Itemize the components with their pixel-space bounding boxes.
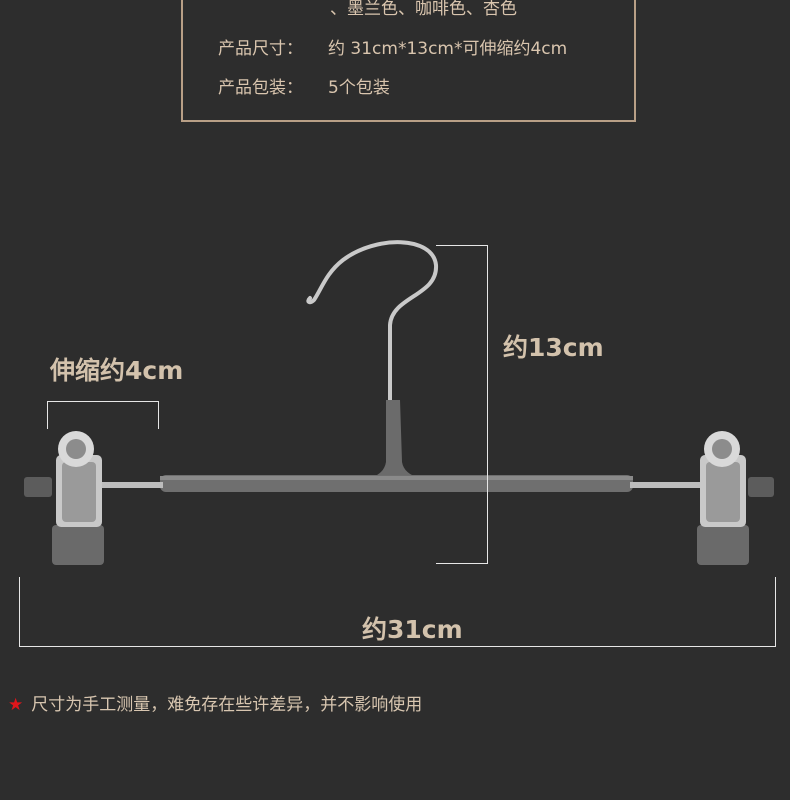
rod-right [630, 482, 705, 488]
spec-box [181, 0, 636, 122]
width-label: 约31cm [362, 615, 463, 644]
star-icon: ★ [8, 695, 24, 715]
width-line-right [775, 577, 776, 647]
height-label: 约13cm [503, 333, 604, 362]
note-text: 尺寸为手工测量，难免存在些许差异，并不影响使用 [31, 695, 423, 715]
spec-package: 产品包装： 5个包装 [218, 73, 390, 98]
spec-size-label: 产品尺寸： [218, 39, 303, 59]
spec-size-value: 约 31cm*13cm*可伸缩约4cm [328, 39, 568, 59]
height-line-top [436, 245, 488, 246]
cap-left [24, 477, 52, 497]
spec-package-label: 产品包装： [218, 78, 303, 98]
rod-left [95, 482, 163, 488]
clip-left [52, 431, 104, 565]
width-line-left [19, 577, 20, 647]
extend-line-top [47, 401, 159, 402]
spec-package-value: 5个包装 [328, 78, 390, 98]
height-line-vertical [487, 245, 488, 564]
spec-size: 产品尺寸： 约 31cm*13cm*可伸缩约4cm [218, 34, 567, 59]
measurement-note: ★ 尺寸为手工测量，难免存在些许差异，并不影响使用 [8, 690, 422, 715]
cap-right [748, 477, 774, 497]
extend-line-left [47, 401, 48, 429]
height-line-bottom [436, 563, 488, 564]
extend-label: 伸缩约4cm [50, 356, 184, 385]
hanger-neck [370, 400, 420, 478]
clip-right [697, 431, 749, 565]
width-line-bottom [19, 646, 775, 647]
extend-line-right [158, 401, 159, 429]
hanger-hook [306, 240, 439, 402]
spec-colors: 、墨兰色、咖啡色、杏色 [330, 0, 517, 19]
